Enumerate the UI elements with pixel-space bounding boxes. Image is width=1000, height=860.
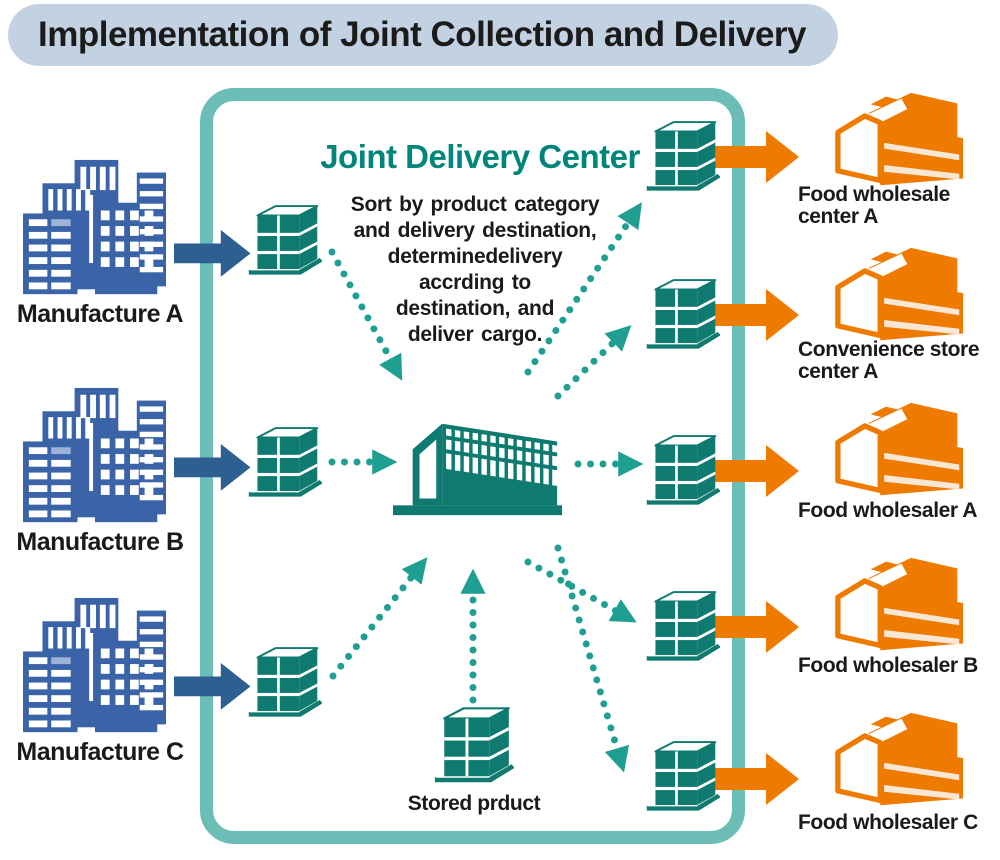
destination-label: Food wholesaler B [798, 654, 978, 677]
stacked-pallet-icon [646, 118, 720, 197]
description-line: destination, and [395, 297, 555, 320]
warehouse-building-icon [830, 708, 970, 812]
stacked-pallet-icon [248, 424, 322, 503]
manufacturer-a-label: Manufacture A [16, 300, 184, 328]
joint-delivery-center-heading: Joint Delivery Center [320, 138, 640, 175]
stacked-pallet-icon [646, 276, 720, 355]
description-line: and delivery destination, [353, 219, 597, 242]
destination-label: Food wholesaler A [798, 499, 978, 522]
description-line: accrding to [419, 271, 531, 294]
stacked-pallet-icon [646, 738, 720, 817]
distribution-building-icon [393, 416, 565, 518]
city-buildings-icon [10, 386, 180, 528]
city-buildings-icon [10, 158, 180, 300]
stacked-pallet-icon [434, 704, 514, 789]
manufacturer-c-label: Manufacture C [16, 738, 184, 766]
city-buildings-icon [10, 596, 180, 738]
page-title: Implementation of Joint Collection and D… [38, 15, 807, 54]
destination-label: Convenience store center A [798, 338, 980, 383]
destination-label: Food wholesaler C [798, 811, 978, 834]
destination-label: Food wholesale center A [798, 183, 950, 228]
description-line: Sort by product category [350, 193, 600, 216]
stacked-pallet-icon [248, 202, 322, 281]
warehouse-building-icon [830, 88, 970, 192]
warehouse-building-icon [830, 398, 970, 502]
title-banner: Implementation of Joint Collection and D… [8, 4, 838, 66]
sorting-description: Sort by product category and delivery de… [300, 192, 650, 348]
stacked-pallet-icon [646, 432, 720, 511]
warehouse-building-icon [830, 553, 970, 657]
stacked-pallet-icon [248, 644, 322, 723]
description-line: determinedelivery [387, 245, 563, 268]
stacked-pallet-icon [646, 588, 720, 667]
description-line: deliver cargo. [407, 323, 543, 346]
manufacturer-b-label: Manufacture B [16, 528, 184, 556]
warehouse-building-icon [830, 243, 970, 347]
stored-product-label: Stored prduct [407, 792, 541, 815]
